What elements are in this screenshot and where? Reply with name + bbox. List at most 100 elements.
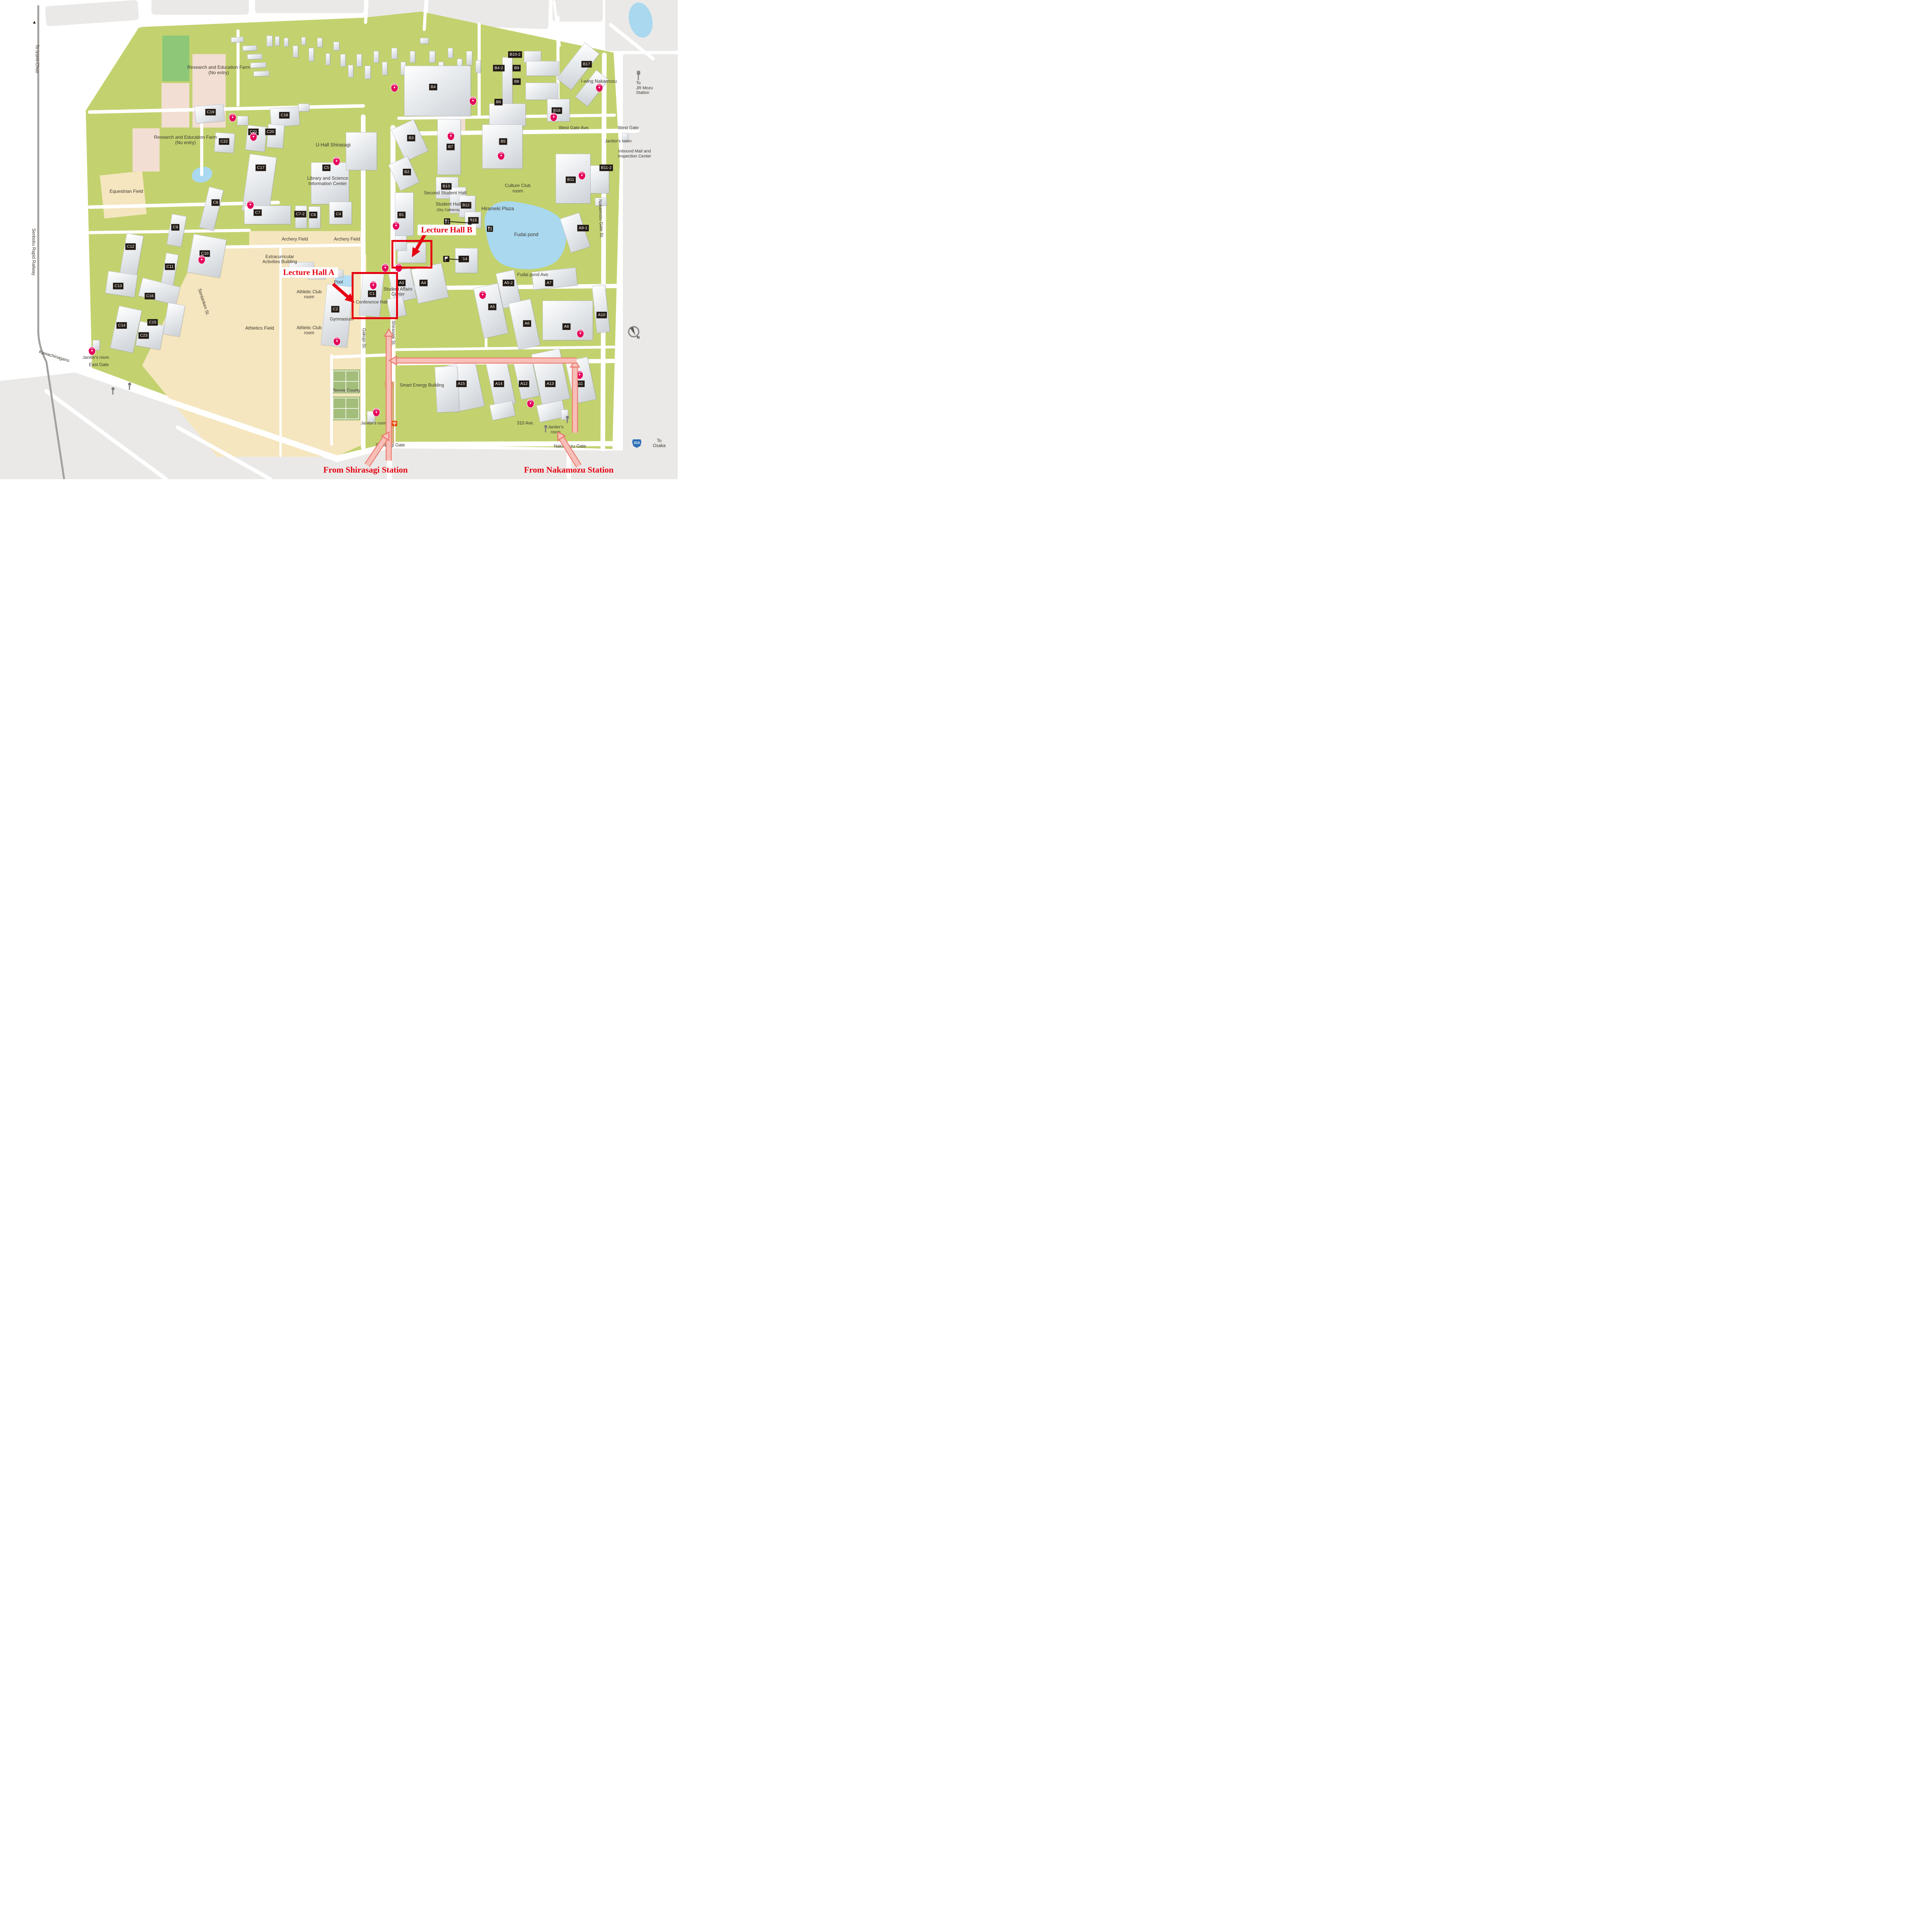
- building-block: [395, 236, 406, 250]
- building-block: [524, 51, 541, 63]
- route-arrow-head: [412, 247, 420, 257]
- building-tag-B1: B1: [397, 211, 406, 218]
- building-block: [346, 132, 377, 170]
- aed-icon: AED: [372, 408, 380, 417]
- building-block: [526, 61, 559, 76]
- map-label: Archery Field: [282, 237, 308, 242]
- gate-post-icon: [129, 385, 130, 390]
- map-label: Research and Education Farm (No entry): [187, 65, 250, 75]
- map-label: Archery Field: [334, 237, 360, 242]
- building-tag-C22: C22: [219, 138, 230, 145]
- bus-lane: [391, 382, 394, 444]
- map-label: Conference Hall: [355, 300, 388, 305]
- aed-icon: AED: [392, 221, 400, 230]
- route-arrow-head: [380, 431, 390, 442]
- lecture-hall-highlight-box: [352, 272, 398, 319]
- building-tag-C1: C1: [368, 290, 376, 297]
- map-label: West Gate: [617, 126, 639, 131]
- map-label: Janitor's room: [82, 355, 109, 360]
- annotation-arrows-layer: [332, 220, 582, 468]
- route-310-destination: To Osaka: [653, 438, 666, 448]
- aed-icon: AED: [577, 329, 584, 338]
- building-tag-C9: C9: [171, 224, 180, 231]
- building-block: [275, 36, 279, 46]
- building-tag-A15: A15: [456, 380, 467, 387]
- building-tag-A4: A4: [419, 279, 428, 286]
- building-block: [382, 62, 387, 75]
- building-block: [476, 60, 481, 73]
- map-label: Inbound Mail and Inspection Center: [617, 149, 651, 158]
- building-tag-B11-2: B11-2: [599, 164, 613, 171]
- map-label: U-Hall Shirasagi: [315, 142, 351, 148]
- building-block: [298, 104, 309, 111]
- aed-icon: AED: [391, 83, 398, 92]
- building-tag-A5: A5: [488, 303, 497, 310]
- aed-icon: AED: [250, 132, 257, 141]
- building-block: [404, 66, 471, 116]
- building-block: [348, 65, 353, 77]
- building-block: [357, 54, 362, 66]
- building-tag-A9-1: A9-1: [577, 225, 589, 231]
- building-block: [333, 42, 339, 50]
- map-label: Fudai pond: [514, 231, 539, 237]
- building-tag-B4-2: B4-2: [493, 65, 505, 71]
- map-label: Janitor's room: [361, 421, 388, 426]
- route-arrow: [414, 233, 427, 251]
- map-label: East Gate: [89, 362, 109, 367]
- building-tag-C23: C23: [138, 332, 149, 339]
- building-tag-B7: B7: [446, 143, 455, 150]
- building-tag-C8: C8: [211, 199, 220, 206]
- map-label: Athletics Field: [245, 325, 274, 331]
- route-arrow: [332, 282, 350, 299]
- gate-post-icon: [566, 418, 568, 423]
- building-tag-A6: A6: [523, 320, 531, 327]
- map-label: Pool: [334, 280, 343, 285]
- building-tag-A8: A8: [562, 323, 571, 330]
- map-label: I-wing Nakamozu: [581, 78, 617, 84]
- restaurant-icon: [487, 226, 493, 232]
- building-tag-C13: C13: [113, 282, 124, 289]
- map-label: Student Hall: [435, 201, 461, 207]
- building-tag-C14: C14: [116, 322, 127, 329]
- building-tag-B2: B2: [403, 168, 411, 175]
- building-tag-C4: C4: [334, 211, 343, 218]
- route-arrow-head: [557, 431, 566, 442]
- lecture-hall-highlight-box: [391, 240, 432, 269]
- map-label: 310 Ave.: [517, 421, 534, 426]
- city-blocks: [0, 0, 678, 479]
- building-tag-C17: C17: [255, 164, 266, 171]
- building-block: [267, 36, 272, 46]
- building-tag-B11: B11: [566, 176, 576, 183]
- tennis-courts: [332, 369, 360, 420]
- building-block: [293, 46, 298, 57]
- building-tag-C20: C20: [265, 128, 276, 135]
- aed-icon: AED: [497, 151, 505, 160]
- aed-icon: AED: [247, 200, 254, 209]
- route-arrow-head: [383, 328, 394, 337]
- postbox-icon: [392, 421, 397, 426]
- railway-line: [37, 5, 65, 479]
- building-block: [309, 48, 314, 61]
- icon-connector: [446, 259, 461, 260]
- route-arrow-head: [388, 355, 397, 366]
- route-arrow: [559, 436, 581, 467]
- building-block: [365, 66, 371, 79]
- building-tag-B10-2: B10-2: [508, 51, 522, 58]
- map-label: Gymnasium: [330, 317, 354, 322]
- building-tag-A14: A14: [493, 380, 504, 387]
- building-tag-C16: C16: [145, 293, 155, 299]
- building-tag-B5: B5: [499, 138, 507, 145]
- map-label: Student Affairs Center: [383, 287, 413, 297]
- aed-icon: AED: [333, 337, 341, 346]
- building-block: [622, 133, 628, 141]
- building-block: [420, 38, 429, 44]
- map-label: Research and Education Farm (No entry): [154, 134, 217, 145]
- building-block: [543, 301, 593, 340]
- map-label: (Sky Cafeteria): [436, 208, 460, 212]
- building-block: [489, 104, 526, 126]
- bus-stop-icon: [638, 74, 639, 80]
- aed-icon: AED: [550, 112, 558, 122]
- route-arrow: [365, 436, 388, 467]
- building-block: [284, 38, 288, 46]
